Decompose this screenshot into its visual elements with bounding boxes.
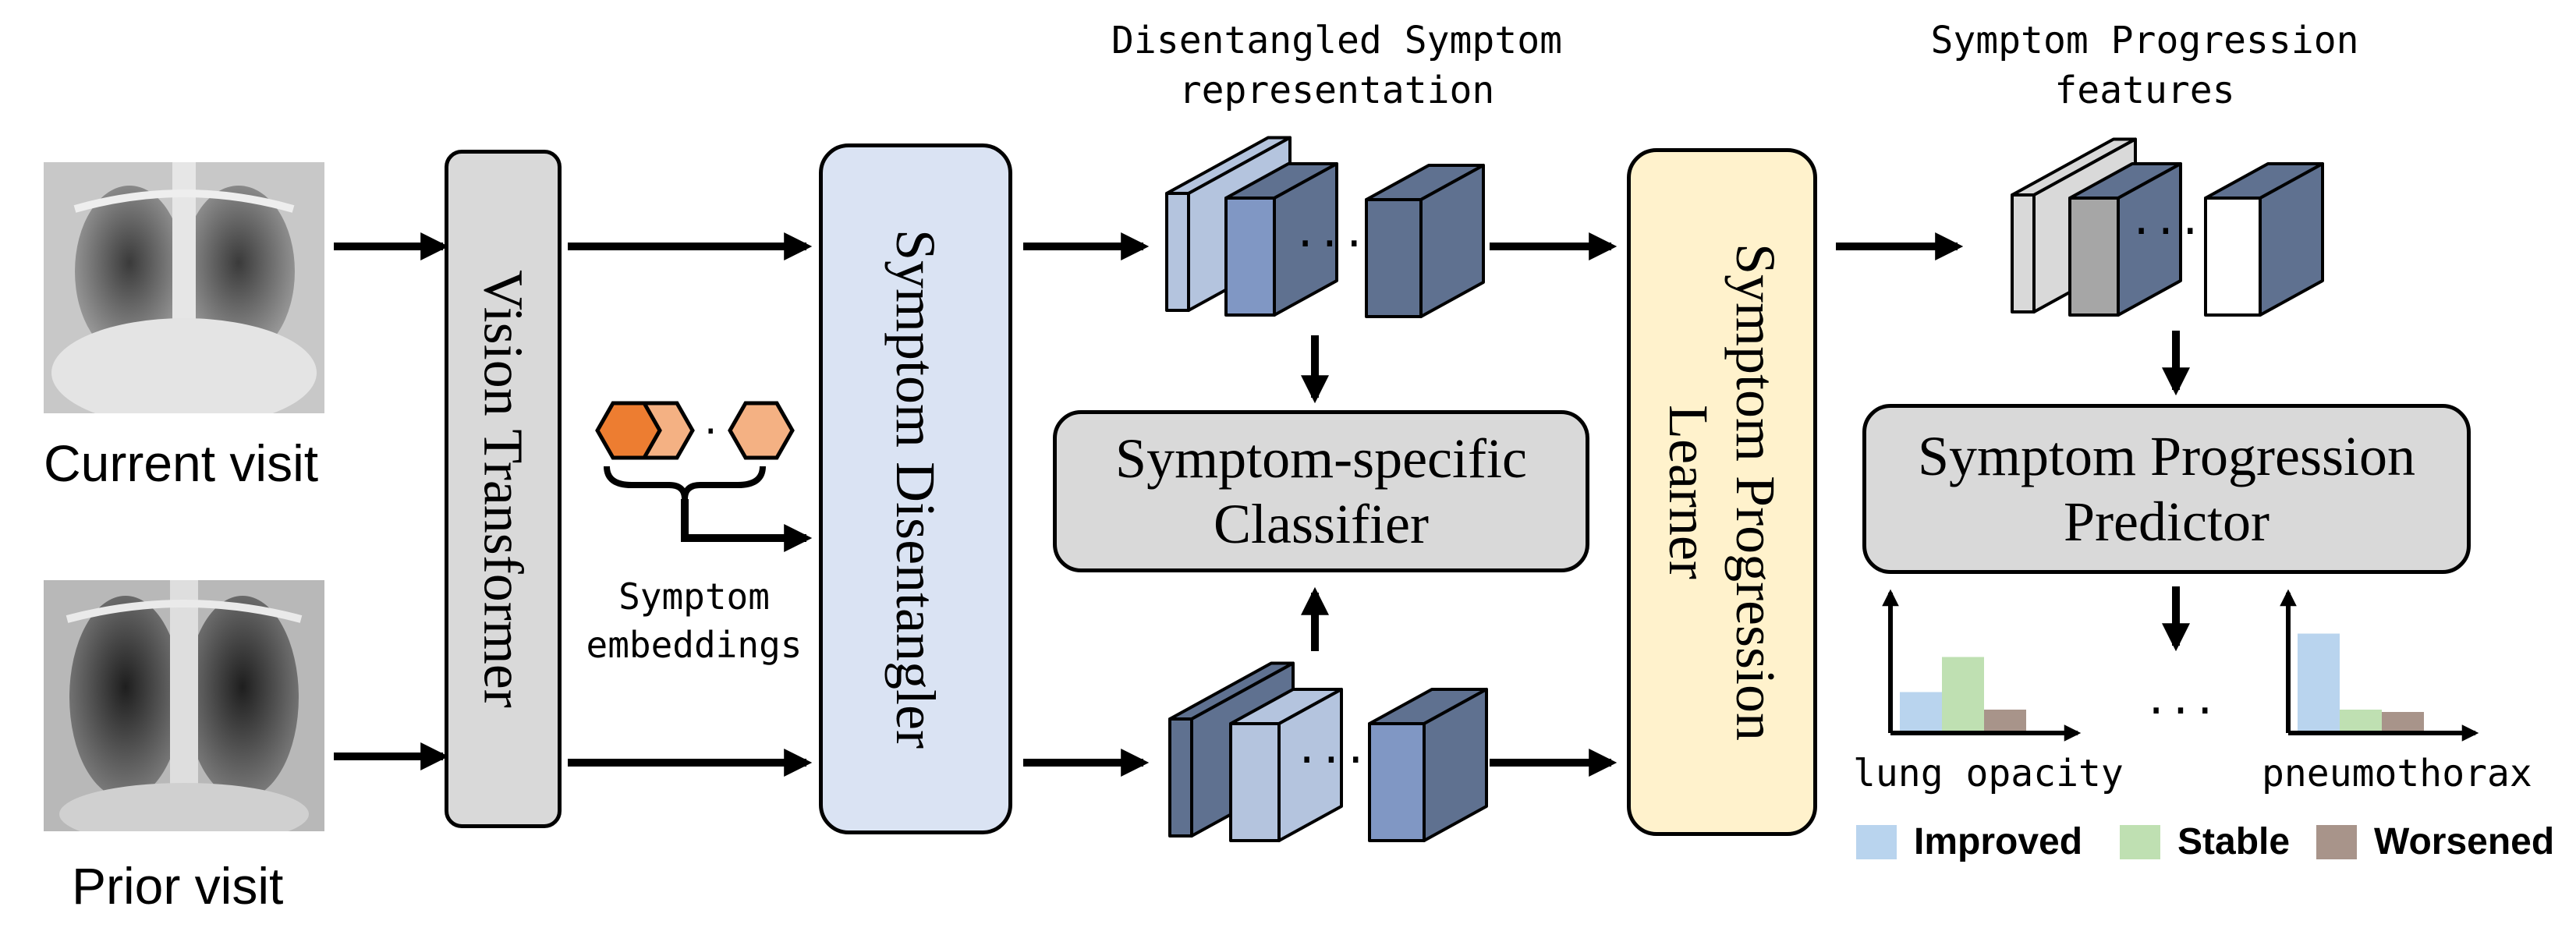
chart2-label: pneumothorax: [2262, 752, 2532, 795]
symptom-embeddings-line2: embeddings: [586, 624, 803, 666]
embeddings-brace: [604, 466, 766, 500]
arrow-embeddings-to-disentangler: [681, 499, 813, 552]
vision-transformer-module: Vision Transformer: [445, 150, 562, 828]
lung-opacity-chart: [1882, 589, 2082, 742]
feature-stack-bottom-ellipsis: ···: [1295, 737, 1368, 784]
outputs-ellipsis: ···: [2144, 688, 2217, 735]
embedding-hexagon-light-2: [728, 401, 795, 460]
lung-opacity-chart-bar-worsened: [1984, 710, 2026, 733]
symptom-specific-classifier-label: Symptom-specific Classifier: [1115, 427, 1527, 555]
prior-visit-xray: [44, 580, 324, 831]
legend-improved-swatch: [1856, 824, 1897, 859]
legend-worsened-swatch: [2316, 824, 2357, 859]
pneumothorax-chart-bar-improved: [2298, 633, 2340, 733]
feature-map-top-2: [1224, 162, 1338, 317]
disentangled-heading-line1: Disentangled Symptom: [1111, 19, 1562, 62]
embedding-hexagon-dark: [595, 401, 662, 460]
pneumothorax-chart: [2280, 589, 2479, 742]
progression-feature-2: [2068, 162, 2182, 317]
progression-features-heading: Symptom Progression features: [1895, 16, 2394, 115]
symptom-specific-classifier-module: Symptom-specific Classifier: [1053, 410, 1589, 572]
symptom-progression-learner-label: Symptom Progression Learner: [1657, 243, 1787, 742]
symptom-progression-predictor-label: Symptom Progression Predictor: [1917, 425, 2416, 553]
feature-stack-top-ellipsis: ···: [1293, 221, 1366, 267]
chart1-label: lung opacity: [1853, 752, 2124, 795]
progression-features-heading-line2: features: [2054, 69, 2235, 112]
pneumothorax-chart-bar-stable: [2340, 710, 2382, 733]
symptom-progression-predictor-module: Symptom Progression Predictor: [1862, 404, 2471, 574]
symptom-embeddings-label: Symptom embeddings: [562, 572, 827, 669]
disentangled-heading-line2: representation: [1178, 69, 1495, 112]
prior-visit-label: Prior visit: [72, 857, 284, 915]
legend-stable-label: Stable: [2177, 821, 2291, 862]
progression-stack-ellipsis: ···: [2129, 208, 2202, 255]
progression-feature-3: [2204, 162, 2324, 317]
legend-worsened-label: Worsened: [2374, 821, 2555, 862]
feature-map-bottom-3: [1368, 688, 1488, 842]
current-visit-xray: [44, 162, 324, 413]
lung-opacity-chart-bar-stable: [1942, 657, 1984, 733]
feature-map-top-3: [1365, 164, 1485, 318]
symptom-disentangler-module: Symptom Disentangler: [819, 143, 1012, 834]
disentangled-heading: Disentangled Symptom representation: [1079, 16, 1594, 115]
feature-map-bottom-2: [1229, 688, 1343, 842]
legend-stable-swatch: [2120, 824, 2160, 859]
symptom-progression-learner-module: Symptom Progression Learner: [1627, 148, 1817, 836]
lung-opacity-chart-bar-improved: [1900, 692, 1942, 733]
symptom-embeddings-line1: Symptom: [618, 575, 770, 618]
legend-worsened: Worsened: [2316, 820, 2554, 863]
symptom-disentangler-label: Symptom Disentangler: [884, 229, 947, 749]
pneumothorax-chart-bar-worsened: [2382, 712, 2424, 733]
legend-improved: Improved: [1856, 820, 2082, 863]
legend-stable: Stable: [2120, 820, 2290, 863]
vision-transformer-label: Vision Transformer: [472, 270, 535, 708]
progression-features-heading-line1: Symptom Progression: [1930, 19, 2359, 62]
legend-improved-label: Improved: [1914, 821, 2083, 862]
current-visit-label: Current visit: [44, 434, 319, 492]
